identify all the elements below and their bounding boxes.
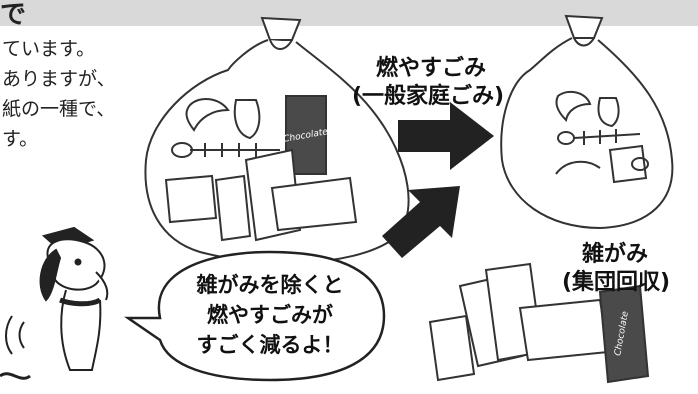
left-garbage-bag: Chocolate <box>144 16 410 264</box>
arrow-to-misc-paper <box>382 186 460 258</box>
body-line-3: 紙の一種で、 <box>2 98 116 120</box>
header-text: で <box>0 0 27 30</box>
burnable-sub: (一般家庭ごみ) <box>352 84 505 109</box>
burnable-title: 燃やすごみ <box>376 56 487 81</box>
body-line-4: す。 <box>2 128 39 150</box>
body-line-2: ありますが、 <box>2 68 116 90</box>
speech-bubble <box>123 250 386 382</box>
bubble-line-2: 燃やすごみが <box>207 303 333 327</box>
misc-paper-group: Chocolate <box>428 262 650 384</box>
speech-bubble-text: 雑がみを除くと 燃やすごみが すごく減るよ！ <box>160 270 380 360</box>
wavy-ornament <box>0 372 31 380</box>
arrow-to-burnable <box>398 102 494 170</box>
misc-sub: (集団回収) <box>562 270 671 295</box>
bubble-line-3: すごく減るよ！ <box>196 333 344 357</box>
misc-title: 雑がみ <box>582 242 649 267</box>
right-garbage-bag <box>500 14 674 230</box>
dog-mascot <box>5 226 109 371</box>
bubble-line-1: 雑がみを除くと <box>196 273 344 297</box>
body-line-1: ています。 <box>2 38 96 60</box>
